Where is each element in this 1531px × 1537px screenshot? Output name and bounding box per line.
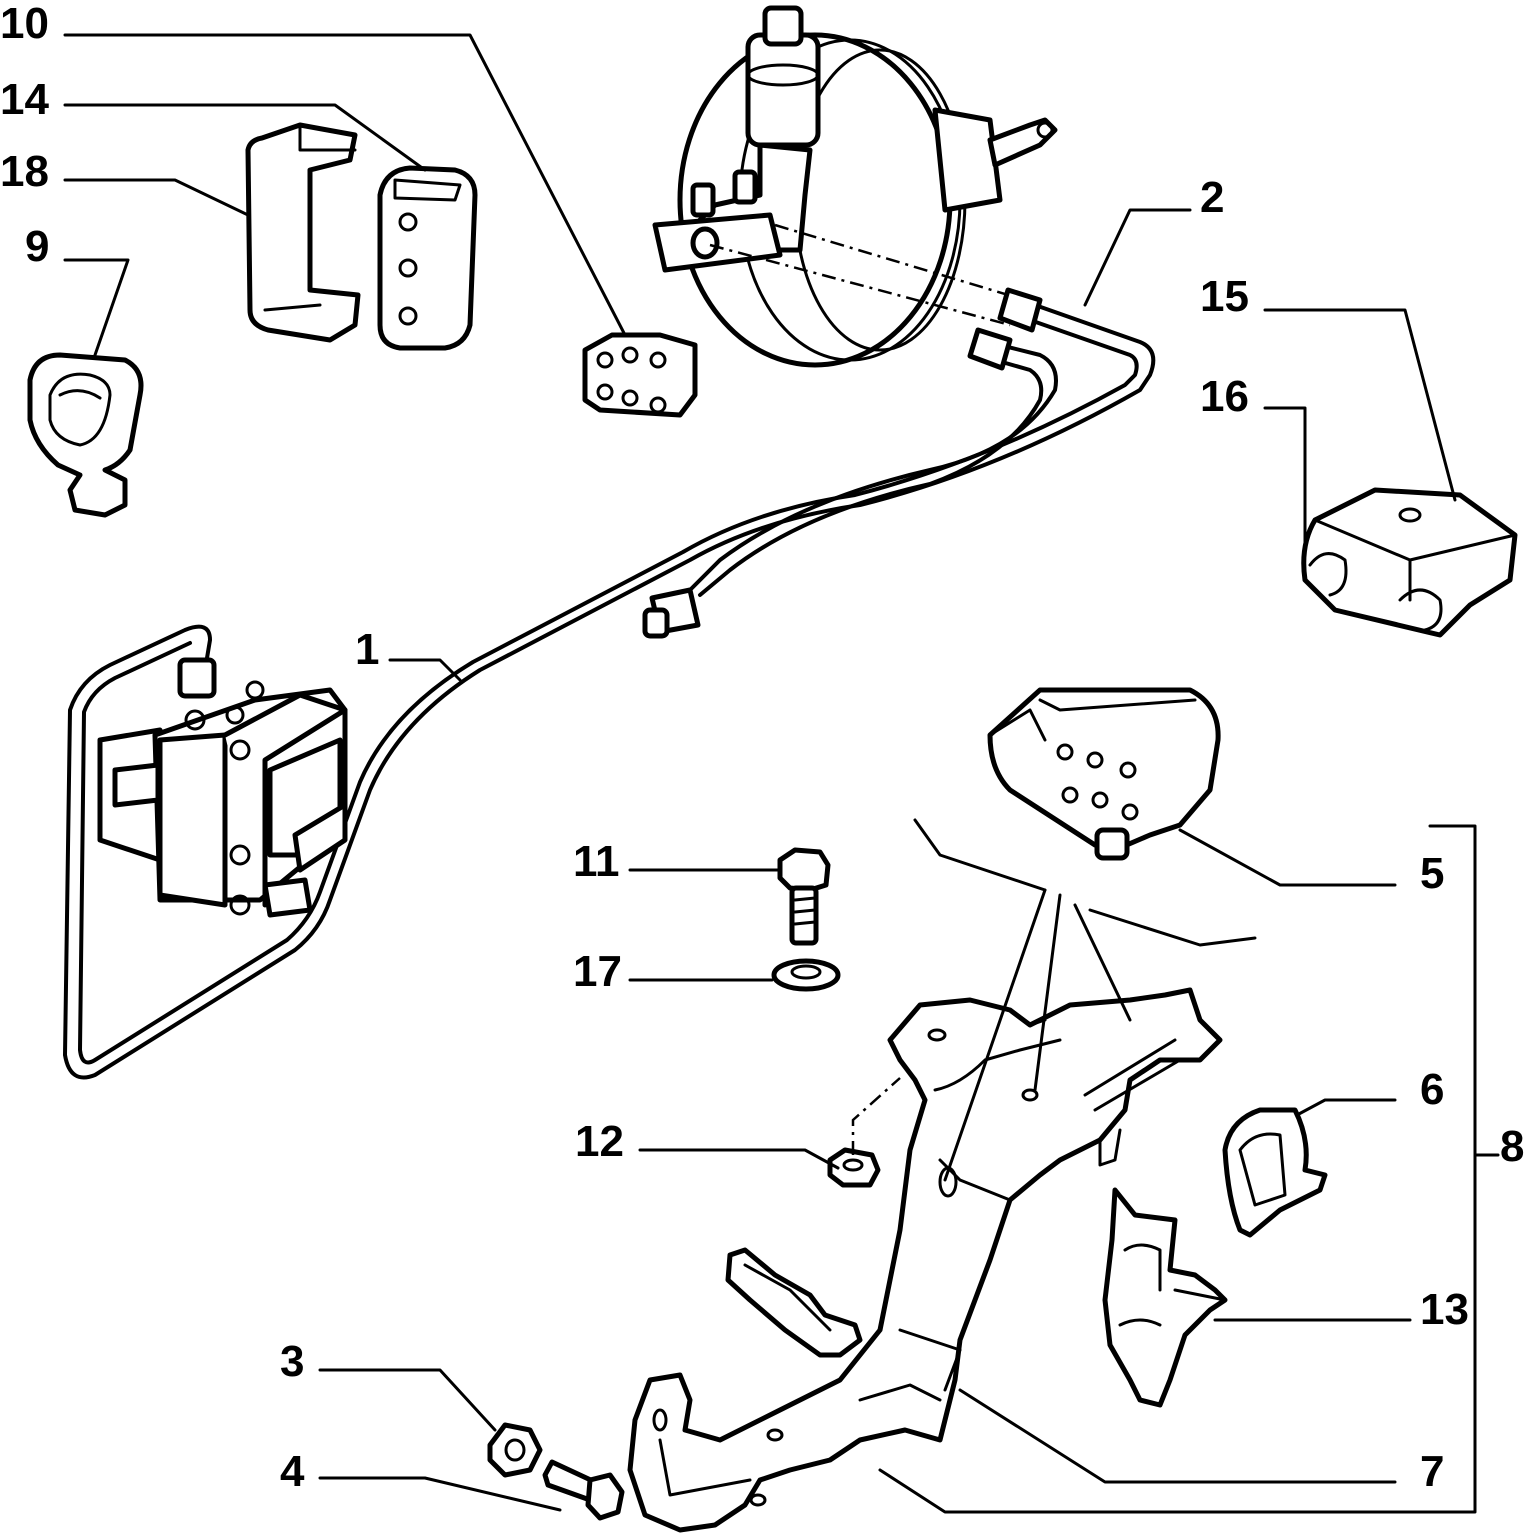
callout-4[interactable]: 4 — [280, 1447, 305, 1496]
pipe-fitting-loose-end — [642, 587, 701, 639]
callout-12[interactable]: 12 — [575, 1117, 624, 1166]
callout-10[interactable]: 10 — [0, 0, 49, 48]
part-17-washer[interactable] — [771, 958, 841, 992]
callout-5[interactable]: 5 — [1420, 849, 1445, 898]
callout-15[interactable]: 15 — [1200, 272, 1249, 321]
callout-17[interactable]: 17 — [573, 947, 622, 996]
pipe-fitting-top — [967, 287, 1043, 371]
leader-lines — [63, 33, 1500, 1514]
brake-pipes[interactable] — [63, 287, 1156, 1080]
abs-hydraulic-unit[interactable] — [97, 680, 348, 918]
part-13-clip[interactable] — [1102, 1187, 1228, 1408]
callout-2[interactable]: 2 — [1200, 173, 1225, 222]
callout-6[interactable]: 6 — [1420, 1065, 1445, 1114]
callout-14[interactable]: 14 — [0, 75, 49, 124]
pipe-fitting-abs — [177, 657, 217, 699]
part-10-block[interactable] — [582, 332, 698, 418]
part-12-nut[interactable] — [827, 1077, 901, 1188]
part-6-clip[interactable] — [1222, 1107, 1328, 1238]
part-4-bolt[interactable] — [542, 1459, 625, 1521]
part-7-clip[interactable] — [725, 1247, 863, 1358]
callout-18[interactable]: 18 — [0, 147, 49, 196]
part-5-large-holder[interactable] — [987, 687, 1221, 861]
callout-7[interactable]: 7 — [1420, 1447, 1445, 1496]
part-14-holder[interactable] — [377, 165, 478, 351]
callout-8[interactable]: 8 — [1500, 1122, 1525, 1171]
part-18-u-bracket[interactable] — [245, 122, 361, 343]
callout-13[interactable]: 13 — [1420, 1285, 1469, 1334]
part-3-nut[interactable] — [487, 1422, 543, 1478]
part-9-clip[interactable] — [27, 352, 144, 518]
part-15-16-double-clip[interactable] — [1301, 487, 1518, 638]
brake-servo-master-cylinder[interactable] — [652, 5, 1058, 368]
callout-11[interactable]: 11 — [573, 837, 620, 886]
callout-3[interactable]: 3 — [280, 1337, 305, 1386]
callout-9[interactable]: 9 — [25, 222, 50, 271]
part-11-bolt[interactable] — [777, 847, 831, 946]
callout-1[interactable]: 1 — [355, 625, 380, 674]
callout-16[interactable]: 16 — [1200, 372, 1249, 421]
